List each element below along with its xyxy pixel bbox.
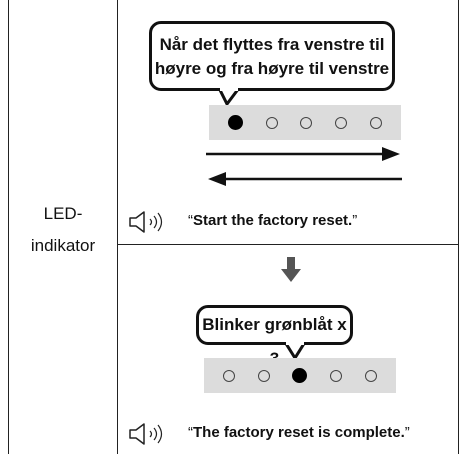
arrow-right-icon	[206, 147, 400, 161]
speech-bubble-blink: Blinker grønblåt x 3	[196, 305, 353, 368]
led-light-off	[330, 369, 343, 382]
voice-prompt-complete: “The factory reset is complete.”	[188, 424, 410, 441]
led-light-off	[335, 116, 348, 129]
led-light-off	[369, 116, 382, 129]
bubble-tail	[217, 88, 241, 106]
arrow-down-icon	[281, 257, 301, 282]
speaker-icon	[129, 423, 163, 445]
led-strip	[204, 358, 396, 393]
row-divider	[117, 244, 458, 245]
led-strip	[209, 105, 401, 140]
led-indicator-label: LED- indikator	[30, 204, 96, 255]
speech-bubble-movement: Når det flyttes fra venstre til høyre og…	[149, 21, 395, 91]
led-light-on	[228, 115, 244, 130]
led-light-on	[292, 368, 308, 383]
table-border-left	[8, 0, 9, 454]
direction-arrows	[206, 147, 402, 186]
led-light-off	[257, 369, 270, 382]
led-light-off	[300, 116, 313, 129]
bubble-tail	[283, 342, 307, 360]
led-light-off	[265, 116, 278, 129]
speaker-icon	[129, 211, 163, 233]
arrow-left-icon	[208, 172, 402, 186]
table-border-right	[458, 0, 459, 454]
led-light-off	[223, 369, 236, 382]
voice-prompt-start: “Start the factory reset.”	[188, 212, 358, 229]
led-light-off	[364, 369, 377, 382]
table-column-divider	[117, 0, 118, 454]
